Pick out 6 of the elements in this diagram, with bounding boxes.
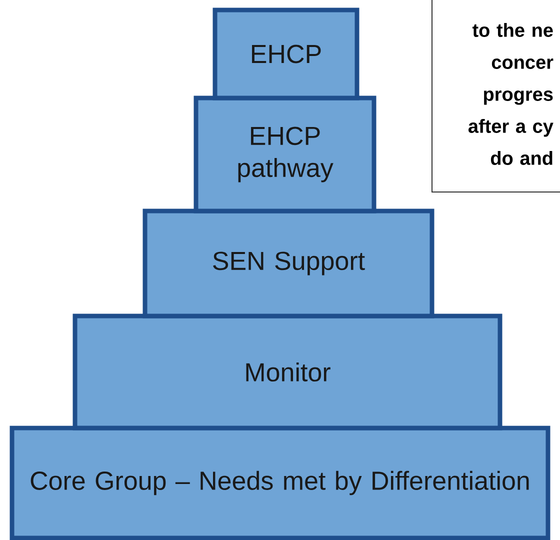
pyramid-tier: SEN Support [142,208,434,318]
note-box: to the ne concer progres after a cy do and [432,0,560,192]
pyramid-tier: EHCP [212,8,360,100]
pyramid-tier: Monitor [72,314,502,430]
pyramid-tier: Core Group – Needs met by Differentiation [10,426,550,540]
pyramid-tier: EHCP pathway [194,96,376,214]
